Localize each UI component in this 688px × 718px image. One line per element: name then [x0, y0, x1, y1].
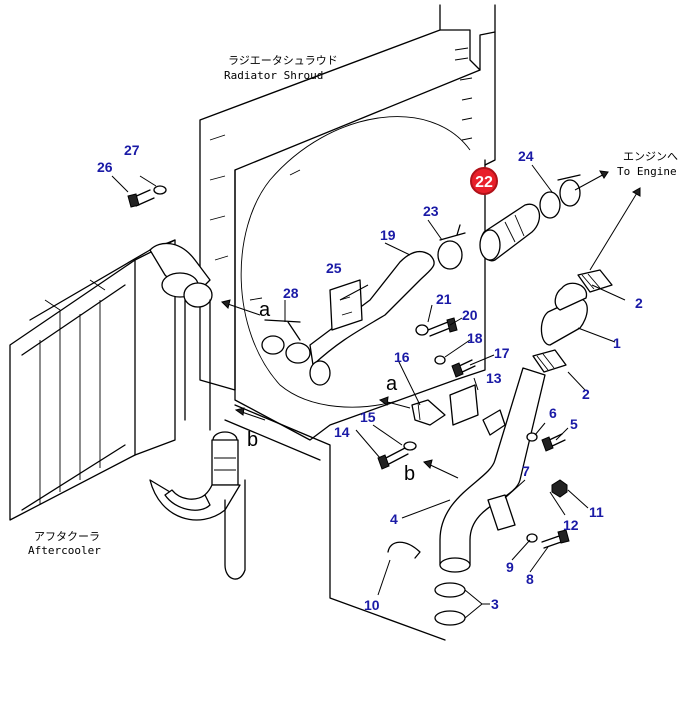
callout-4: 4: [390, 511, 398, 527]
connection-a-left: a: [259, 299, 271, 321]
radiator-shroud: [199, 4, 496, 641]
callout-21: 21: [436, 291, 452, 307]
callout-12: 12: [563, 517, 579, 533]
callout-20: 20: [462, 307, 478, 323]
callout-28: 28: [283, 285, 299, 301]
callout-26: 26: [97, 159, 113, 175]
callout-19: 19: [380, 227, 396, 243]
connection-b-left: b: [247, 429, 258, 451]
label-aftercooler-en: Aftercooler: [28, 544, 101, 557]
bolt-21: [415, 317, 458, 337]
callout-7: 7: [522, 463, 530, 479]
callout-17: 17: [494, 345, 510, 361]
callout-3: 3: [491, 596, 499, 612]
clamp-24: [539, 174, 581, 219]
label-aftercooler-jp: アフタクーラ: [34, 530, 100, 543]
connection-a-right: a: [386, 373, 398, 395]
callout-18: 18: [467, 330, 483, 346]
bracket-16: [411, 399, 446, 426]
bolt-26: [127, 185, 167, 208]
callout-15: 15: [360, 409, 376, 425]
label-engine-en: To Engine: [617, 165, 677, 178]
bracket-13: [449, 384, 506, 436]
callout-24: 24: [518, 148, 534, 164]
callout-8: 8: [526, 571, 534, 587]
clamp-2-lower: [532, 349, 567, 373]
clamp-23: [437, 224, 466, 270]
callout-6: 6: [549, 405, 557, 421]
callout-1: 1: [613, 335, 621, 351]
bolt-17: [434, 355, 476, 378]
arrows: [221, 170, 641, 479]
connection-b-right: b: [404, 463, 415, 485]
leader-lines: [111, 164, 626, 619]
callout-23: 23: [423, 203, 439, 219]
callout-2-upper: 2: [635, 295, 643, 311]
callout-5: 5: [570, 416, 578, 432]
callout-2-lower: 2: [582, 386, 590, 402]
label-radiator-shroud-en: Radiator Shroud: [224, 69, 323, 82]
callout-13: 13: [486, 370, 502, 386]
callout-11: 11: [589, 504, 604, 520]
callout-25: 25: [326, 260, 342, 276]
label-radiator-shroud-jp: ラジエータシュラウド: [228, 54, 338, 67]
hose-1: [540, 282, 588, 346]
highlight-badge-22: 22: [470, 167, 498, 195]
clamp-3: [434, 582, 466, 626]
clip-10: [387, 541, 421, 559]
callout-10: 10: [364, 597, 380, 613]
label-engine-jp: エンジンへ: [623, 150, 678, 163]
highlight-number: 22: [475, 174, 493, 191]
callout-16: 16: [394, 349, 410, 365]
aftercooler: [9, 239, 246, 580]
bracket-7: [487, 494, 516, 531]
clamp-2-upper: [577, 269, 613, 293]
callout-9: 9: [506, 559, 514, 575]
hose-22: [479, 203, 541, 262]
bolt-14: [377, 441, 417, 470]
callout-27: 27: [124, 142, 140, 158]
bolt-5: [526, 432, 566, 452]
nut-11: [551, 479, 568, 498]
clamp-28: [261, 319, 311, 364]
callout-14: 14: [334, 424, 350, 440]
